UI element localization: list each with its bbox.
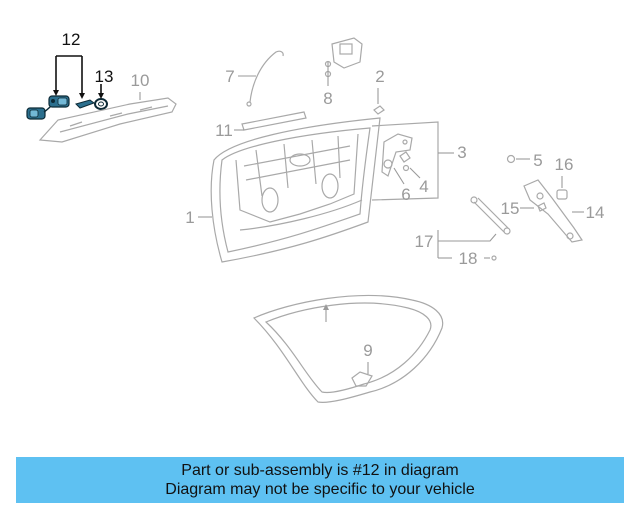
label-16: 16 (555, 155, 574, 174)
label-7: 7 (225, 67, 234, 86)
label-10: 10 (131, 71, 150, 90)
label-12: 12 (62, 30, 81, 49)
label-11: 11 (215, 121, 233, 140)
grommet-part-16 (556, 189, 568, 200)
lock-cylinder-part-12 (26, 95, 96, 120)
label-14: 14 (586, 203, 605, 222)
cable-part-7 (246, 50, 284, 107)
banner-line-part: Part or sub-assembly is #12 in diagram (181, 462, 459, 479)
pin-part-18 (491, 255, 497, 261)
label-8: 8 (323, 89, 332, 108)
trunk-lid-part-1 (210, 117, 381, 263)
fastener-part-4 (399, 151, 411, 172)
label-2: 2 (375, 67, 384, 86)
label-1: 1 (185, 208, 194, 227)
hinge-arm-part-14 (523, 179, 583, 243)
bolt-part-15 (537, 202, 547, 212)
gas-strut-part-17 (470, 196, 511, 235)
nut-part-5 (506, 154, 516, 164)
trim-strip-part-11 (241, 111, 307, 131)
fastener-part-6 (383, 159, 393, 169)
label-17: 17 (415, 232, 434, 251)
weatherstrip-part-9 (252, 294, 444, 403)
label-9: 9 (363, 341, 372, 360)
label-6: 6 (401, 185, 410, 204)
garnish-molding-part-10 (38, 97, 177, 143)
hinge-box-part-3 (371, 121, 439, 201)
latch-part-8 (324, 37, 363, 78)
callout-12-leaders (53, 55, 104, 99)
label-13: 13 (95, 67, 114, 86)
grommet-part-13 (94, 98, 108, 110)
label-5: 5 (533, 151, 542, 170)
bolt-part-2 (373, 105, 385, 115)
parts-diagram: 12 13 10 7 8 2 11 (26, 30, 605, 403)
label-18: 18 (459, 249, 478, 268)
label-3: 3 (457, 143, 466, 162)
label-4: 4 (419, 177, 428, 196)
label-15: 15 (501, 199, 520, 218)
banner-line-disclaimer: Diagram may not be specific to your vehi… (165, 481, 475, 498)
info-banner: Part or sub-assembly is #12 in diagram D… (16, 457, 624, 503)
